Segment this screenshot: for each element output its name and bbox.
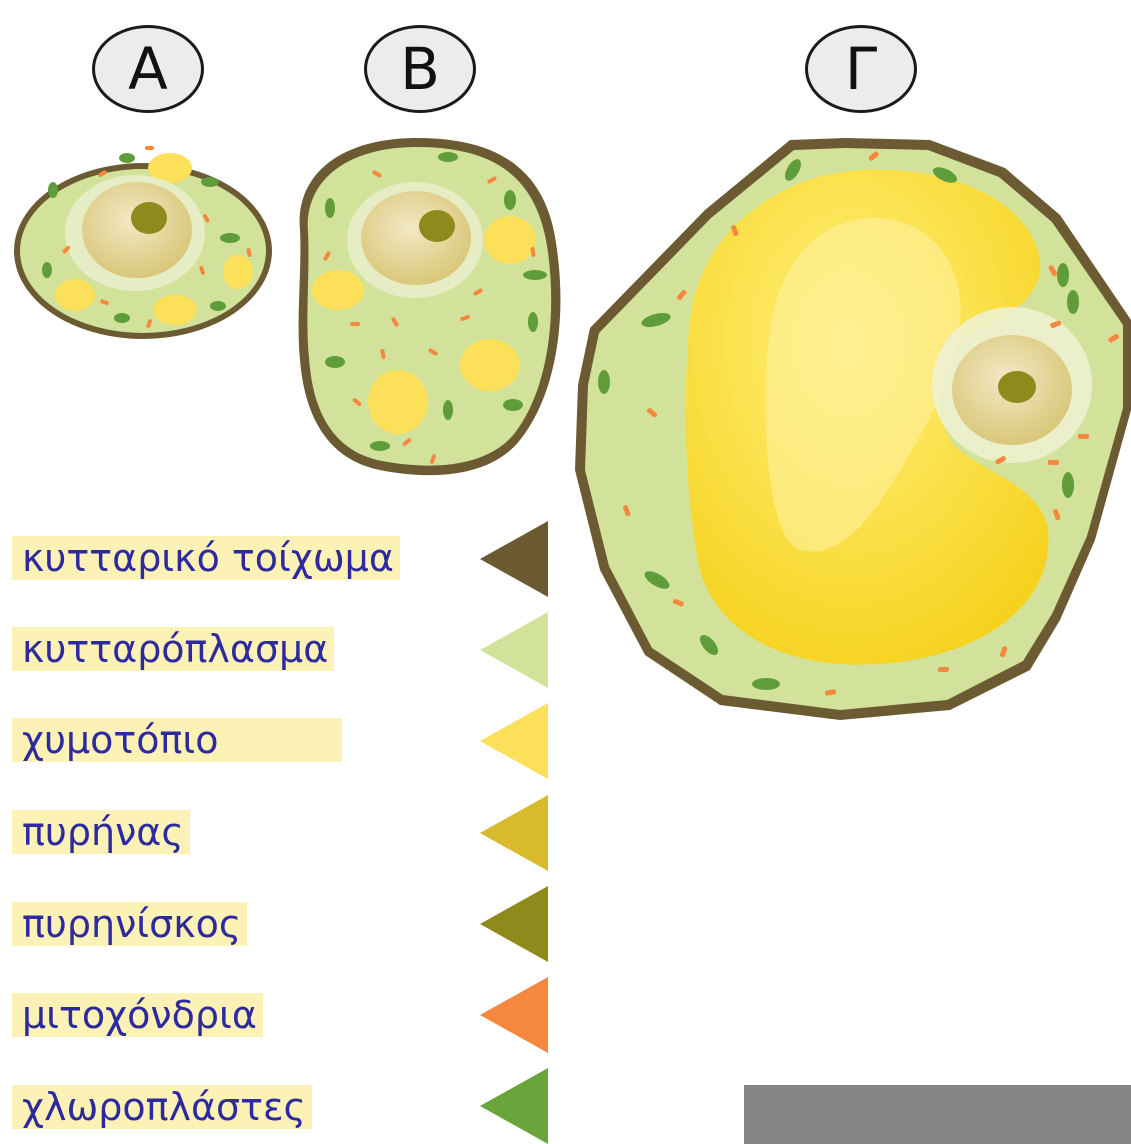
legend-item-nucleus: πυρήνας bbox=[12, 810, 190, 854]
legend-item-vacuole: χυμοτόπιο bbox=[12, 718, 342, 762]
legend-arrow-cytoplasm bbox=[480, 612, 548, 688]
legend-arrow-nucleolus bbox=[480, 886, 548, 962]
legend-arrow-mitochondria bbox=[480, 977, 548, 1053]
legend-arrow-nucleus bbox=[480, 795, 548, 871]
legend-item-nucleolus: πυρηνίσκος bbox=[12, 902, 247, 946]
cell-b bbox=[299, 138, 561, 475]
legend-item-cytoplasm: κυτταρόπλασμα bbox=[12, 627, 334, 671]
cell-a-nucleus bbox=[82, 182, 192, 278]
cell-a-nucleolus bbox=[131, 202, 167, 234]
legend-item-mitochondria: μιτοχόνδρια bbox=[12, 993, 263, 1037]
cell-g-nucleolus bbox=[998, 371, 1036, 403]
grey-answer-box bbox=[744, 1085, 1131, 1144]
cell-g bbox=[575, 138, 1131, 720]
legend-arrow-cell-wall bbox=[480, 521, 548, 597]
cell-a bbox=[14, 146, 272, 339]
cell-b-nucleus bbox=[361, 191, 471, 285]
legend-arrow-vacuole bbox=[480, 703, 548, 779]
legend-arrow-chloroplasts bbox=[480, 1068, 548, 1144]
legend-item-chloroplasts: χλωροπλάστες bbox=[12, 1085, 312, 1129]
legend-item-cell-wall: κυτταρικό τοίχωμα bbox=[12, 536, 400, 580]
cell-b-nucleolus bbox=[419, 210, 455, 242]
